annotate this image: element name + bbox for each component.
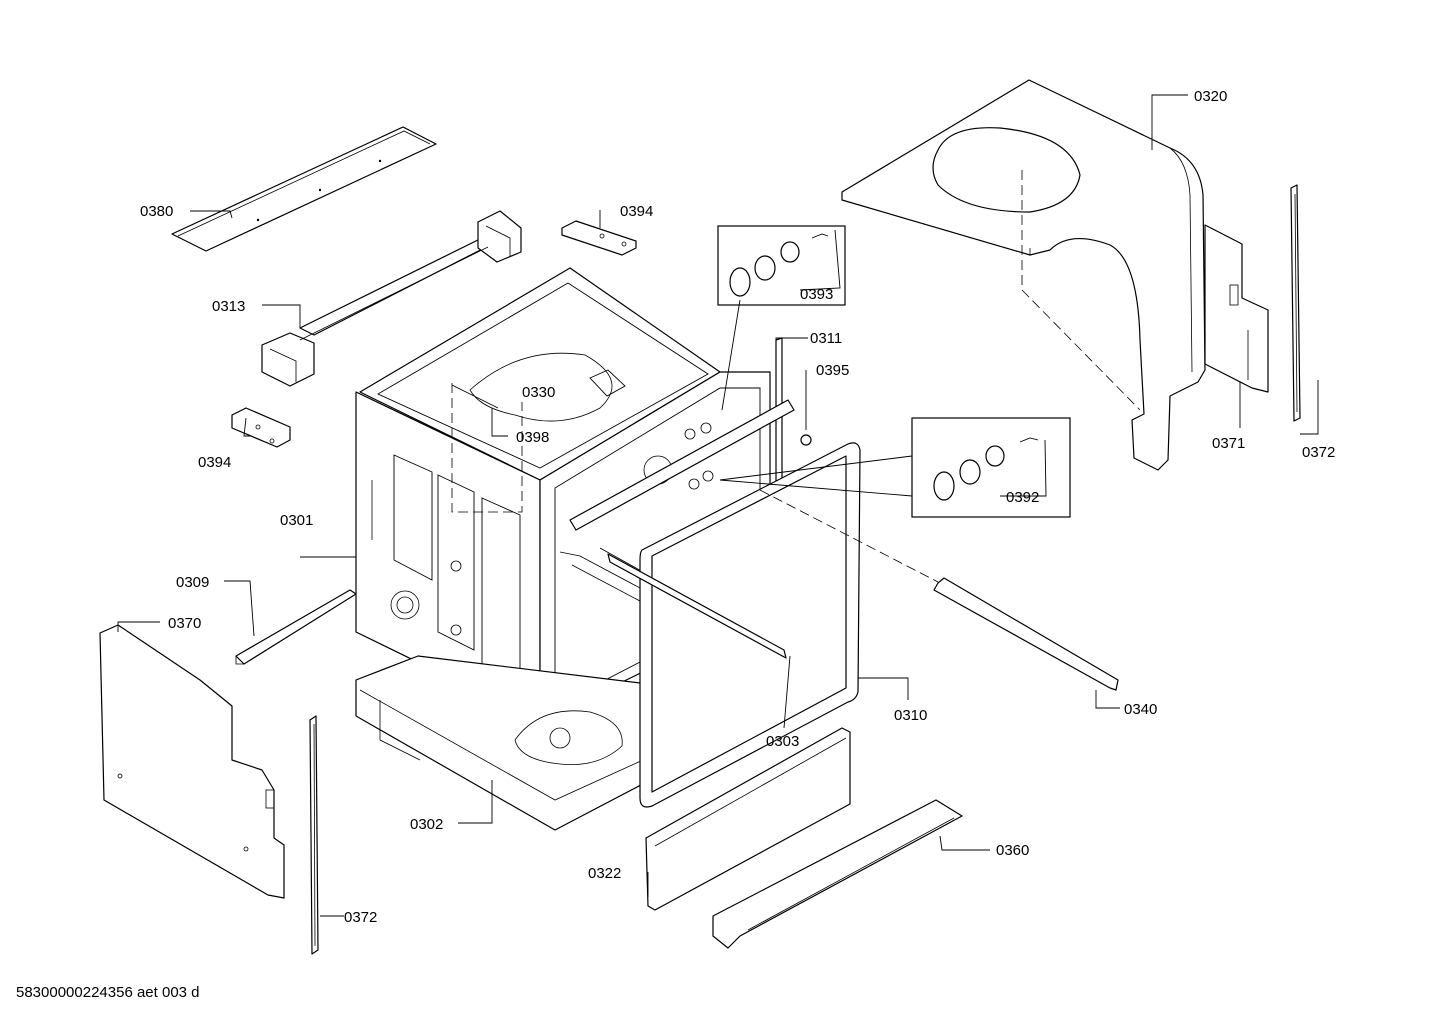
part-0360-kickplate — [712, 799, 963, 949]
label-0303: 0303 — [766, 733, 799, 750]
part-0395-washer — [800, 434, 812, 446]
label-0371: 0371 — [1212, 435, 1245, 452]
part-0371-side-bracket — [1204, 224, 1269, 393]
part-0303-rail — [607, 553, 787, 659]
label-0398: 0398 — [516, 429, 549, 446]
label-0395: 0395 — [816, 362, 849, 379]
label-0372-right: 0372 — [1302, 444, 1335, 461]
label-0393: 0393 — [800, 286, 833, 303]
part-0310-door-seal — [639, 442, 861, 808]
label-0309: 0309 — [176, 574, 209, 591]
part-0309-rail — [235, 589, 357, 665]
label-0302: 0302 — [410, 816, 443, 833]
label-0372-left: 0372 — [344, 909, 377, 926]
label-0370: 0370 — [168, 615, 201, 632]
label-0380: 0380 — [140, 203, 173, 220]
part-0370-side-panel — [99, 624, 285, 899]
label-0311: 0311 — [810, 330, 842, 347]
part-0372-right-strip — [1290, 184, 1301, 422]
drawing-number: 58300000224356 aet 003 d — [16, 984, 200, 1001]
label-0394-top: 0394 — [620, 203, 653, 220]
label-0330: 0330 — [522, 384, 555, 401]
part-0313-rail — [261, 210, 522, 387]
detail-box-0392 — [719, 417, 1071, 518]
label-0310: 0310 — [894, 707, 927, 724]
part-0320-top-cover — [841, 79, 1206, 471]
label-0313: 0313 — [212, 298, 245, 315]
label-0360: 0360 — [996, 842, 1029, 859]
part-0394-bracket-left — [231, 407, 291, 448]
part-labels: 0380 0313 0394 0394 0320 0371 0372 0311 … — [140, 88, 1335, 926]
part-0380-cover-strip — [171, 126, 437, 252]
part-0330-crossbar — [569, 399, 795, 531]
label-0322: 0322 — [588, 865, 621, 882]
part-0340-rail — [759, 489, 1119, 691]
part-0322-front-panel — [645, 727, 851, 911]
label-0392: 0392 — [1006, 489, 1039, 506]
detail-box-0393 — [717, 225, 846, 411]
label-0394-left: 0394 — [198, 454, 231, 471]
part-0394-bracket-top — [561, 220, 637, 256]
part-0372-left-strip — [309, 715, 319, 955]
label-0301: 0301 — [280, 512, 313, 529]
label-0340: 0340 — [1124, 701, 1157, 718]
label-0320: 0320 — [1194, 88, 1227, 105]
leader-lines — [117, 94, 1319, 917]
